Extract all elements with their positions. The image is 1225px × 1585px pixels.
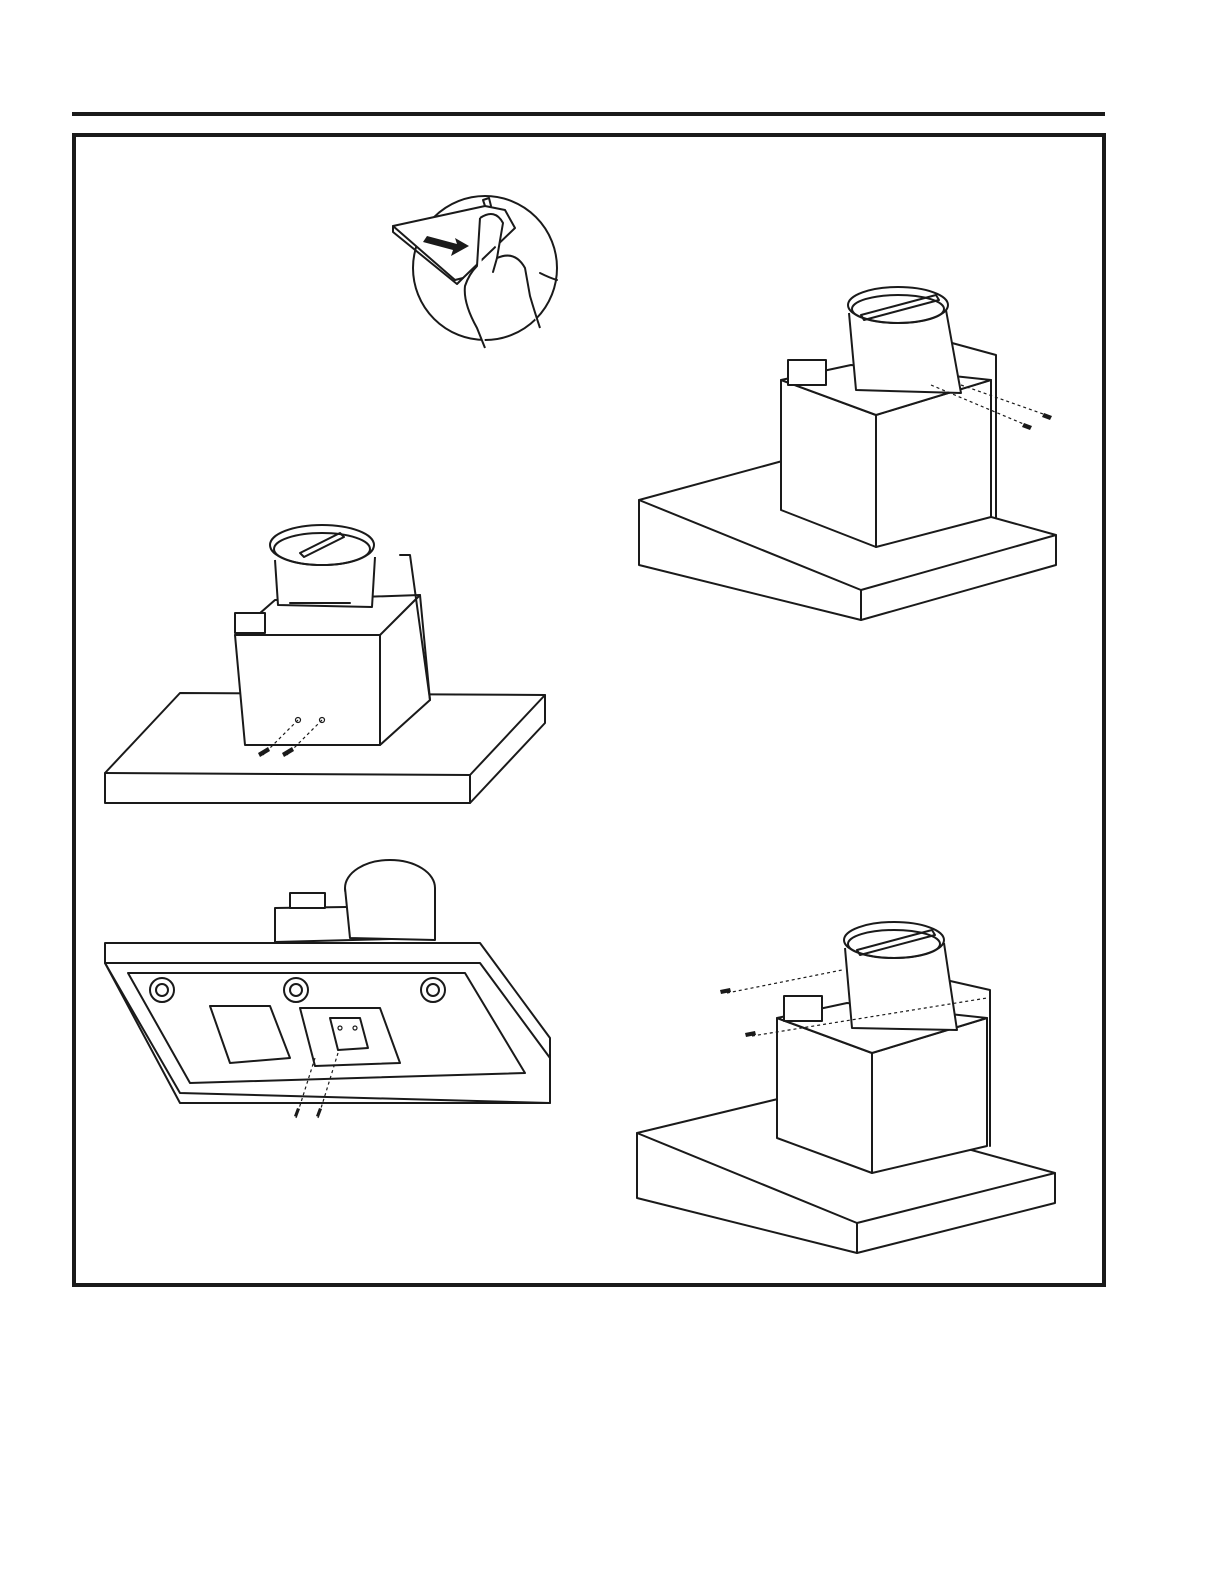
range-hood-front-screws-icon [632, 918, 1060, 1258]
hand-pressing-filter-latch-icon [385, 188, 565, 353]
top-rule [72, 112, 1105, 116]
range-hood-underside-view-icon [100, 858, 555, 1128]
range-hood-side-screws-icon [100, 515, 550, 810]
range-hood-rear-screws-icon [636, 285, 1061, 625]
